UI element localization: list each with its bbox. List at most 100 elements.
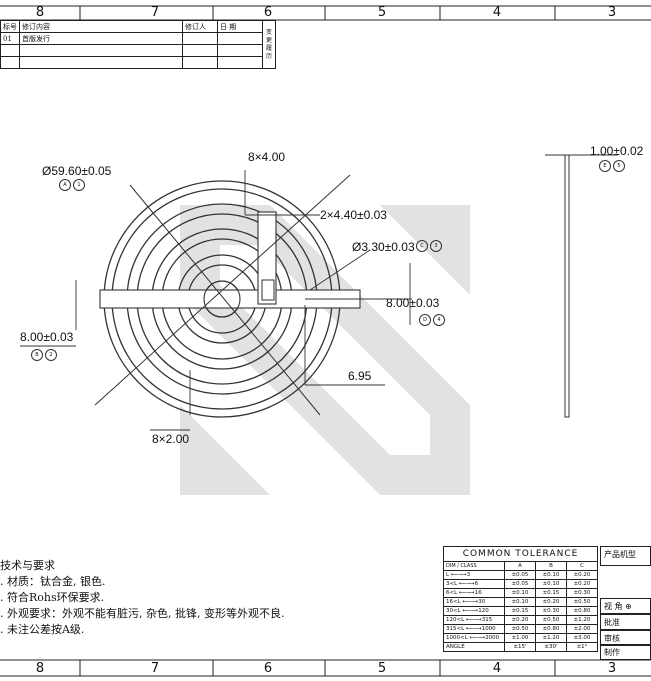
rev-cell [217, 32, 263, 45]
notes-title: 技术与要求 [0, 559, 55, 572]
view-angle-label: 视 角 ⊕ [600, 598, 651, 614]
tolerance-cell: 1000<L ⟵⟶2000 [443, 633, 505, 643]
tolerance-cell: ±0.20 [566, 570, 598, 580]
tolerance-cell: 120<L ⟵⟶315 [443, 615, 505, 625]
tolerance-cell: ±3.00 [566, 633, 598, 643]
rev-cell [19, 56, 183, 69]
tolerance-cell: L ⟵⟶3 [443, 570, 505, 580]
dim-outer-dia: Ø59.60±0.05 [42, 164, 112, 178]
tolerance-cell: ±0.50 [535, 615, 567, 625]
dim-slot-gap: 2×4.40±0.03 [320, 208, 387, 222]
tolerance-cell: ±2.00 [566, 624, 598, 634]
tolerance-cell: ±0.15 [535, 588, 567, 598]
tolerance-cell: ±0.30 [535, 606, 567, 616]
rev-cell [182, 56, 218, 69]
note-item: . 外观要求：外观不能有脏污, 杂色, 批锋, 变形等外观不良. [0, 607, 285, 620]
tolerance-cell: 315<L ⟵⟶1000 [443, 624, 505, 634]
tolerance-dim-class: DIM / CLASS [443, 561, 505, 571]
tolerance-cell: ±0.30 [566, 588, 598, 598]
tolerance-col: C [566, 561, 598, 571]
tolerance-cell: 16<L ⟵⟶30 [443, 597, 505, 607]
tolerance-cell: ±0.80 [566, 606, 598, 616]
tolerance-table: COMMON TOLERANCE DIM / CLASS A B C L ⟵⟶3… [443, 546, 598, 652]
technical-notes: 技术与要求 . 材质：钛合金, 银色. . 符合Rohs环保要求. . 外观要求… [0, 558, 284, 638]
approve-label: 批准 [600, 614, 651, 630]
tolerance-row: 315<L ⟵⟶1000±0.50±0.80±2.00 [443, 624, 598, 634]
rev-header-author: 修订人 [182, 20, 218, 33]
tolerance-row: 1000<L ⟵⟶2000±1.00±1.20±3.00 [443, 633, 598, 643]
dim-left-offset: 8.00±0.03 [20, 330, 74, 344]
rev-cell [217, 44, 263, 57]
tolerance-row: 3<L ⟵⟶6±0.05±0.10±0.20 [443, 579, 598, 589]
rev-cell: 01 [0, 32, 20, 45]
zone-label: 8 [35, 661, 45, 676]
rev-cell [0, 56, 20, 69]
rev-header-date: 日 期 [217, 20, 263, 33]
tolerance-row: 120<L ⟵⟶315±0.20±0.50±1.20 [443, 615, 598, 625]
dim-slot-width: 8×4.00 [248, 150, 286, 164]
tolerance-cell: 3<L ⟵⟶6 [443, 579, 505, 589]
dim-thickness: 1.00±0.02 [590, 144, 644, 158]
tolerance-row: ANGLE±15'±30'±1° [443, 642, 598, 652]
tolerance-row: L ⟵⟶3±0.05±0.10±0.20 [443, 570, 598, 580]
tolerance-cell: ±0.05 [504, 570, 536, 580]
zone-label: 6 [263, 661, 273, 676]
tolerance-cell: ±0.50 [504, 624, 536, 634]
rev-cell [0, 44, 20, 57]
zone-label: 5 [377, 5, 387, 20]
dim-hole-dia: Ø3.30±0.03 [352, 240, 415, 254]
rev-cell [182, 32, 218, 45]
rev-cell: 首版发行 [19, 32, 183, 45]
tolerance-cell: ±15' [504, 642, 536, 652]
tolerance-cell: ANGLE [443, 642, 505, 652]
tolerance-cell: ±1.00 [504, 633, 536, 643]
tolerance-cell: ±0.20 [504, 615, 536, 625]
tolerance-cell: 30<L ⟵⟶120 [443, 606, 505, 616]
revision-table: 标号 修订内容 修订人 日 期 变更履历 01 首版发行 [0, 20, 276, 69]
tolerance-cell: ±0.10 [504, 588, 536, 598]
rev-header-no: 标号 [0, 20, 20, 33]
tolerance-cell: ±1° [566, 642, 598, 652]
dim-hole-dist: 6.95 [348, 369, 372, 383]
zone-label: 4 [492, 5, 502, 20]
zone-label: 3 [607, 5, 617, 20]
rev-cell [182, 44, 218, 57]
tolerance-cell: ±0.10 [535, 579, 567, 589]
dim-right-offset: 8.00±0.03 [386, 296, 440, 310]
zone-label: 8 [35, 5, 45, 20]
tolerance-col: B [535, 561, 567, 571]
tolerance-cell: ±1.20 [566, 615, 598, 625]
tolerance-title: COMMON TOLERANCE [443, 546, 598, 562]
rev-header-content: 修订内容 [19, 20, 183, 33]
tolerance-cell: ±1.20 [535, 633, 567, 643]
tolerance-cell: ±0.05 [504, 579, 536, 589]
tolerance-cell: ±0.50 [566, 597, 598, 607]
zone-label: 5 [377, 661, 387, 676]
part-drawing [20, 154, 618, 431]
tolerance-cell: ±0.20 [566, 579, 598, 589]
zone-label: 6 [263, 5, 273, 20]
tolerance-cell: ±0.10 [504, 597, 536, 607]
tolerance-cell: ±0.10 [535, 570, 567, 580]
draw-label: 制作 [600, 644, 651, 660]
tolerance-cell: 6<L ⟵⟶16 [443, 588, 505, 598]
zone-label: 3 [607, 661, 617, 676]
tolerance-row: 16<L ⟵⟶30±0.10±0.20±0.50 [443, 597, 598, 607]
product-model-label: 产品机型 [600, 546, 651, 566]
zone-label: 7 [150, 661, 160, 676]
tolerance-cell: ±30' [535, 642, 567, 652]
zone-label: 7 [150, 5, 160, 20]
note-item: . 符合Rohs环保要求. [0, 591, 105, 604]
tolerance-col: A [504, 561, 536, 571]
dim-bridge: 8×2.00 [152, 432, 190, 446]
note-item: . 材质：钛合金, 银色. [0, 575, 106, 588]
zone-label: 4 [492, 661, 502, 676]
rev-cell [217, 56, 263, 69]
tolerance-cell: ±0.80 [535, 624, 567, 634]
tolerance-cell: ±0.20 [535, 597, 567, 607]
